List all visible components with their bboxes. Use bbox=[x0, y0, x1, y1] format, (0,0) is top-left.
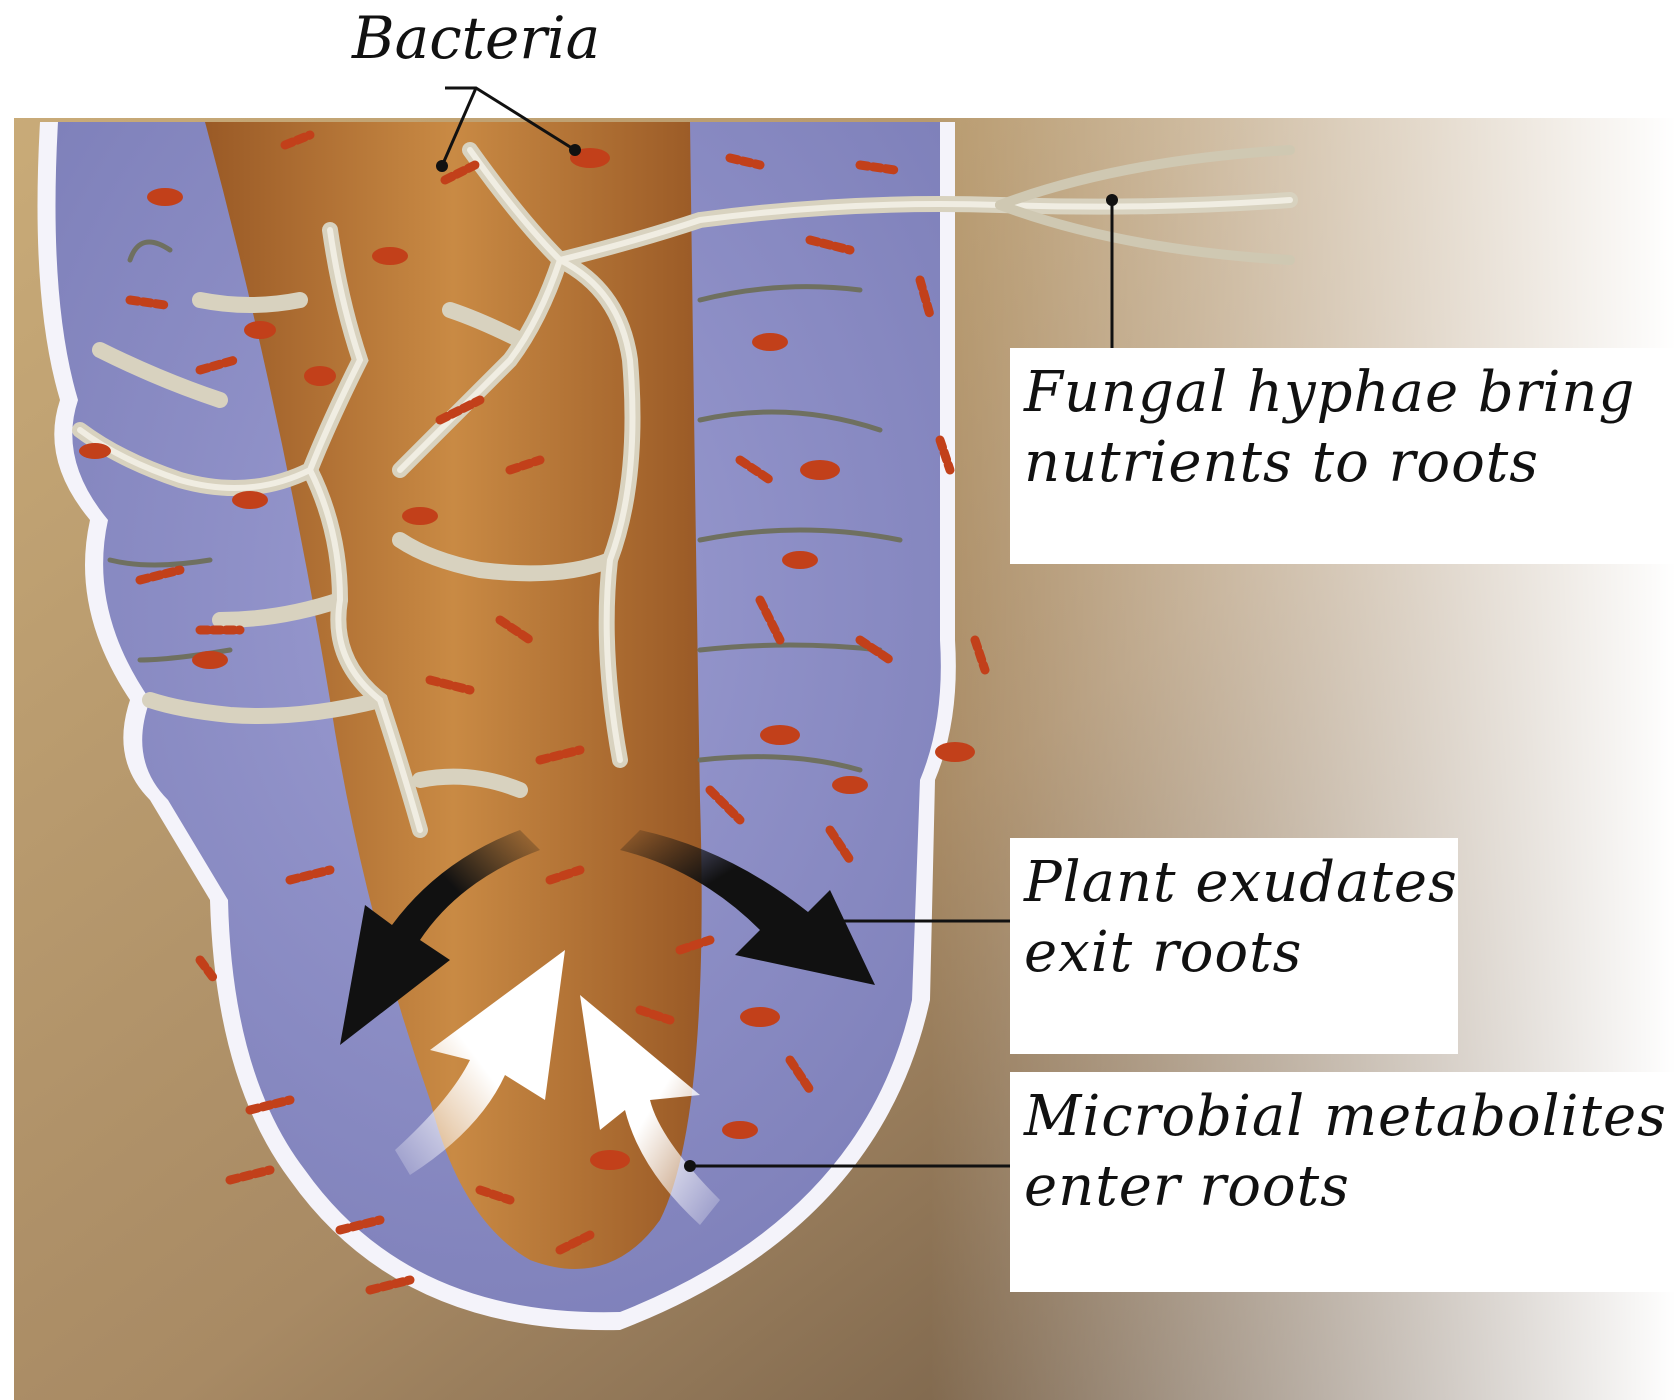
plant-exudates-label-line-1: Plant exudates bbox=[1024, 848, 1444, 918]
bacterium bbox=[800, 460, 840, 480]
bacterium bbox=[244, 321, 276, 339]
bacterium bbox=[192, 651, 228, 669]
fungal-hyphae-label: Fungal hyphae bring nutrients to roots bbox=[1024, 358, 1664, 498]
plant-exudates-label-line-2: exit roots bbox=[1024, 918, 1444, 988]
plant-exudates-label-box: Plant exudates exit roots bbox=[1010, 838, 1458, 1054]
fungal-hyphae-label-line-2: nutrients to roots bbox=[1024, 428, 1664, 498]
plant-exudates-label: Plant exudates exit roots bbox=[1024, 848, 1444, 988]
bacterium bbox=[79, 443, 111, 459]
bacterium bbox=[760, 725, 800, 745]
bacterium bbox=[372, 247, 408, 265]
microbial-metabolites-label-line-2: enter roots bbox=[1024, 1152, 1674, 1222]
microbial-metabolites-label: Microbial metabolites enter roots bbox=[1024, 1082, 1674, 1222]
bacteria-chain bbox=[130, 300, 165, 305]
fungal-hyphae-label-box: Fungal hyphae bring nutrients to roots bbox=[1010, 348, 1676, 564]
bacterium bbox=[740, 1007, 780, 1027]
bacterium bbox=[832, 776, 868, 794]
leader-dot bbox=[436, 160, 448, 172]
bacterium bbox=[590, 1150, 630, 1170]
leader-dot bbox=[1106, 194, 1118, 206]
microbial-metabolites-label-box: Microbial metabolites enter roots bbox=[1010, 1072, 1676, 1292]
leader-dot bbox=[684, 1160, 696, 1172]
bacterium bbox=[147, 188, 183, 206]
bacterium bbox=[232, 491, 268, 509]
fungal-hyphae-label-line-1: Fungal hyphae bring bbox=[1024, 358, 1664, 428]
bacterium bbox=[402, 507, 438, 525]
bacterium bbox=[782, 551, 818, 569]
bacterium bbox=[304, 366, 336, 386]
leader-dot bbox=[569, 144, 581, 156]
microbial-metabolites-label-line-1: Microbial metabolites bbox=[1024, 1082, 1674, 1152]
bacterium bbox=[935, 742, 975, 762]
bacterium bbox=[722, 1121, 758, 1139]
soil-left-edge bbox=[0, 118, 14, 1400]
bacteria-label: Bacteria bbox=[352, 2, 600, 75]
bacteria-chain bbox=[860, 165, 895, 170]
bacterium bbox=[752, 333, 788, 351]
